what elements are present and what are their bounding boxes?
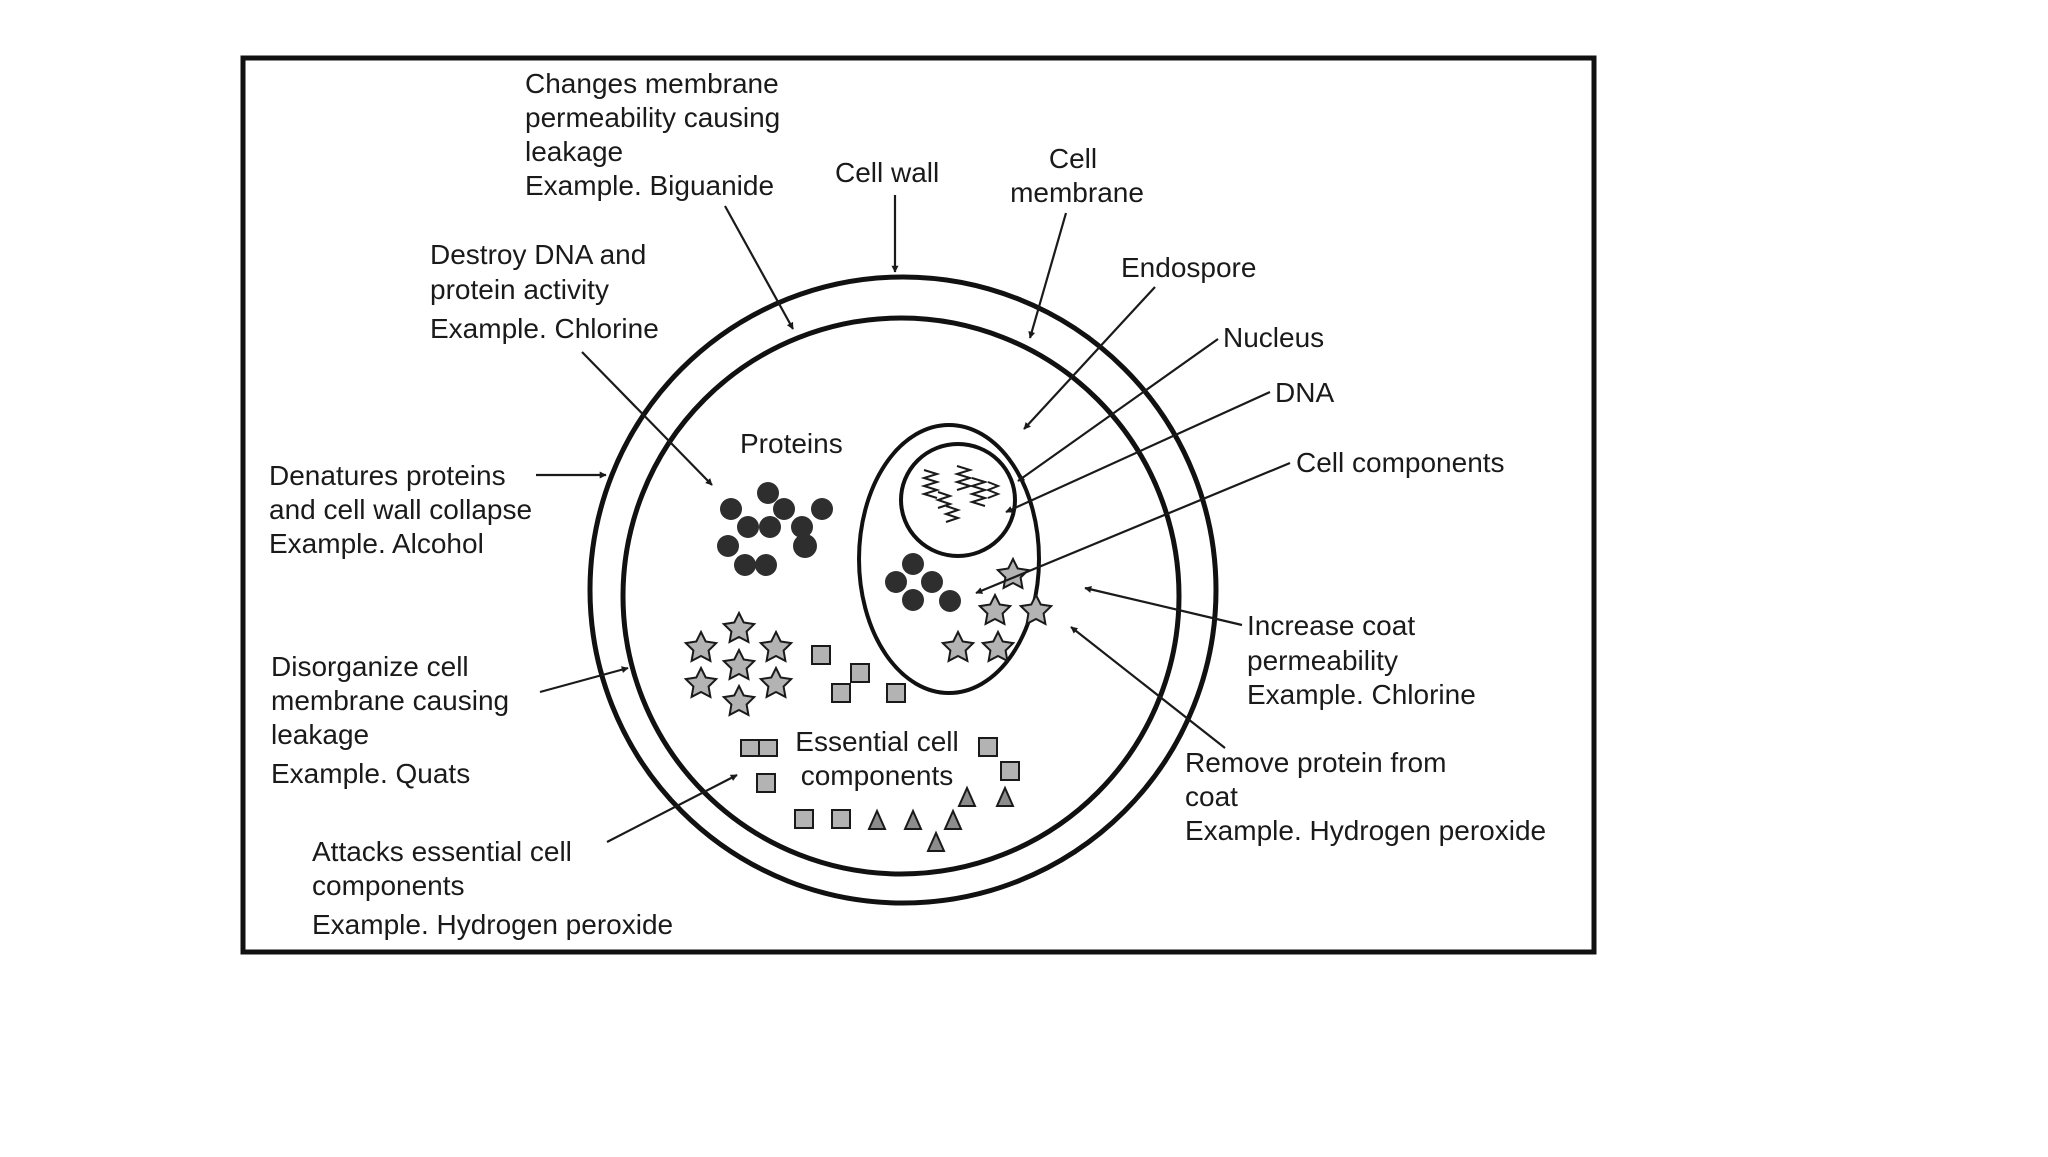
label-quats-3: leakage <box>271 719 369 750</box>
protein-dots <box>717 482 833 576</box>
label-coat-peroxide-2: coat <box>1185 781 1238 812</box>
label-coat-peroxide-1: Remove protein from <box>1185 747 1446 778</box>
label-proteins: Proteins <box>740 428 843 459</box>
cell-membrane <box>620 315 1182 877</box>
label-dna-chlorine-1: Destroy DNA and <box>430 239 646 270</box>
label-dna-chlorine-2: protein activity <box>430 274 609 305</box>
label-coat-peroxide-3: Example. Hydrogen peroxide <box>1185 815 1546 846</box>
label-essential-peroxide-1: Attacks essential cell <box>312 836 572 867</box>
label-cell-membrane-1: Cell <box>1049 143 1097 174</box>
label-membrane-biguanide-4: Example. Biguanide <box>525 170 774 201</box>
label-essential-2: components <box>801 760 954 791</box>
label-alcohol-2: and cell wall collapse <box>269 494 532 525</box>
label-nucleus: Nucleus <box>1223 322 1324 353</box>
label-dna: DNA <box>1275 377 1334 408</box>
pointer-arrows <box>536 195 1291 843</box>
label-cell-wall: Cell wall <box>835 157 939 188</box>
label-essential-1: Essential cell <box>795 726 958 757</box>
label-cell-components: Cell components <box>1296 447 1505 478</box>
label-membrane-biguanide-3: leakage <box>525 136 623 167</box>
label-alcohol-1: Denatures proteins <box>269 460 506 491</box>
essential-triangles <box>867 785 1015 852</box>
label-essential-peroxide-2: components <box>312 870 465 901</box>
nucleus <box>899 442 1017 558</box>
label-dna-chlorine-3: Example. Chlorine <box>430 313 659 344</box>
label-essential-peroxide-3: Example. Hydrogen peroxide <box>312 909 673 940</box>
label-quats-4: Example. Quats <box>271 758 470 789</box>
label-coat-chlorine-2: permeability <box>1247 645 1398 676</box>
label-coat-chlorine-3: Example. Chlorine <box>1247 679 1476 710</box>
diagram-frame <box>240 55 1597 955</box>
label-alcohol-3: Example. Alcohol <box>269 528 484 559</box>
label-membrane-biguanide-2: permeability causing <box>525 102 780 133</box>
label-quats-1: Disorganize cell <box>271 651 469 682</box>
endospore-dots <box>885 553 961 612</box>
label-endospore: Endospore <box>1121 252 1256 283</box>
dna-strands <box>920 465 1001 523</box>
essential-squares <box>740 645 1020 829</box>
label-quats-2: membrane causing <box>271 685 509 716</box>
label-membrane-biguanide-1: Changes membrane <box>525 68 779 99</box>
endospore <box>857 423 1041 695</box>
label-coat-chlorine-1: Increase coat <box>1247 610 1415 641</box>
label-cell-membrane-2: membrane <box>1010 177 1144 208</box>
cell-wall <box>587 274 1219 906</box>
